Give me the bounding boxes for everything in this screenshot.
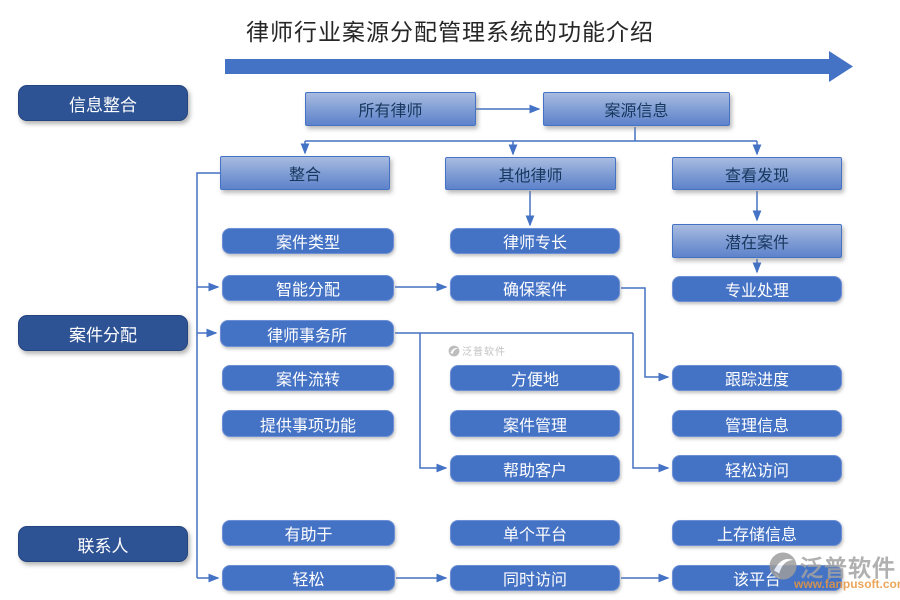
page-title: 律师行业案源分配管理系统的功能介绍 xyxy=(246,20,654,45)
sidebar-item-contacts: 联系人 xyxy=(18,526,188,562)
sidebar-item-case-allocation: 案件分配 xyxy=(18,315,188,351)
node-integrate: 整合 xyxy=(220,156,390,190)
node-conveniently: 方便地 xyxy=(450,365,620,391)
node-case-source-info: 案源信息 xyxy=(543,92,730,126)
node-ensure-cases: 确保案件 xyxy=(450,275,620,301)
node-helps: 有助于 xyxy=(222,520,395,546)
node-all-lawyers: 所有律师 xyxy=(305,92,476,126)
fanpu-logo-icon xyxy=(768,551,798,581)
node-potential-cases: 潜在案件 xyxy=(672,224,842,258)
timeline-arrow-icon xyxy=(225,51,853,82)
node-case-flow: 案件流转 xyxy=(222,365,394,391)
fanpu-logo-icon xyxy=(448,345,460,357)
watermark-large-text: 泛普软件 xyxy=(800,555,896,581)
watermark-url: www.fanpusoft.com xyxy=(794,577,900,591)
node-professional-handling: 专业处理 xyxy=(672,276,842,302)
node-easy-access: 轻松访问 xyxy=(672,455,842,482)
node-single-platform: 单个平台 xyxy=(450,520,620,546)
node-simultaneous-access: 同时访问 xyxy=(450,565,620,591)
node-easily: 轻松 xyxy=(222,565,395,591)
sidebar-item-info-integration: 信息整合 xyxy=(18,85,188,121)
node-provide-item-functions: 提供事项功能 xyxy=(222,410,394,437)
node-smart-allocation: 智能分配 xyxy=(222,275,394,301)
watermark-large: 泛普软件 www.fanpusoft.com xyxy=(768,549,900,591)
node-lawyer-expertise: 律师专长 xyxy=(450,228,620,254)
watermark-small-text: 泛普软件 xyxy=(462,347,506,358)
node-view-discover: 查看发现 xyxy=(672,157,842,190)
node-the-platform: 该平台 xyxy=(672,565,842,591)
node-help-customers: 帮助客户 xyxy=(450,455,620,482)
node-law-firm: 律师事务所 xyxy=(220,320,394,347)
node-track-progress: 跟踪进度 xyxy=(672,365,842,391)
watermark-small: 泛普软件 xyxy=(448,343,506,358)
node-store-info: 上存储信息 xyxy=(672,520,842,546)
node-case-type: 案件类型 xyxy=(222,228,394,254)
node-manage-info: 管理信息 xyxy=(672,410,842,437)
node-case-management: 案件管理 xyxy=(450,410,620,437)
node-other-lawyers: 其他律师 xyxy=(445,157,616,190)
